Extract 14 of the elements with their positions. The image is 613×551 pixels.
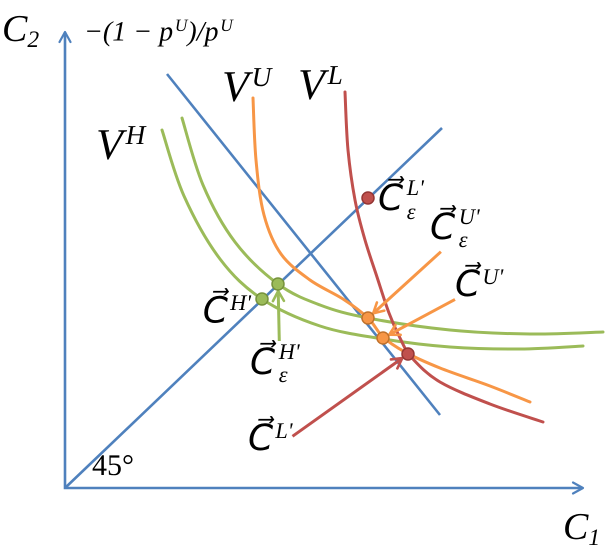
curve-label: V$^{L}$ — [298, 60, 343, 111]
curve-label: V$^{H}$ — [96, 120, 146, 171]
angle-label: 45° — [92, 449, 134, 484]
axis-label: C$_{2}$ — [2, 8, 40, 54]
point-label: C⃗$^{L'}$ — [248, 418, 293, 460]
curve-label: V$^{U}$ — [222, 62, 272, 113]
point-label: C⃗$^{U'}$ — [455, 264, 504, 306]
arrow — [388, 298, 456, 336]
arrow — [292, 356, 404, 438]
arrow — [372, 250, 442, 315]
axis-label: C$_{1}$ — [563, 506, 600, 551]
slope-label: −(1 − p$^{U}$)/p$^{U}$ — [84, 16, 233, 49]
arrow — [272, 290, 286, 342]
point-label: C⃗$^{H'}$ — [202, 290, 251, 332]
